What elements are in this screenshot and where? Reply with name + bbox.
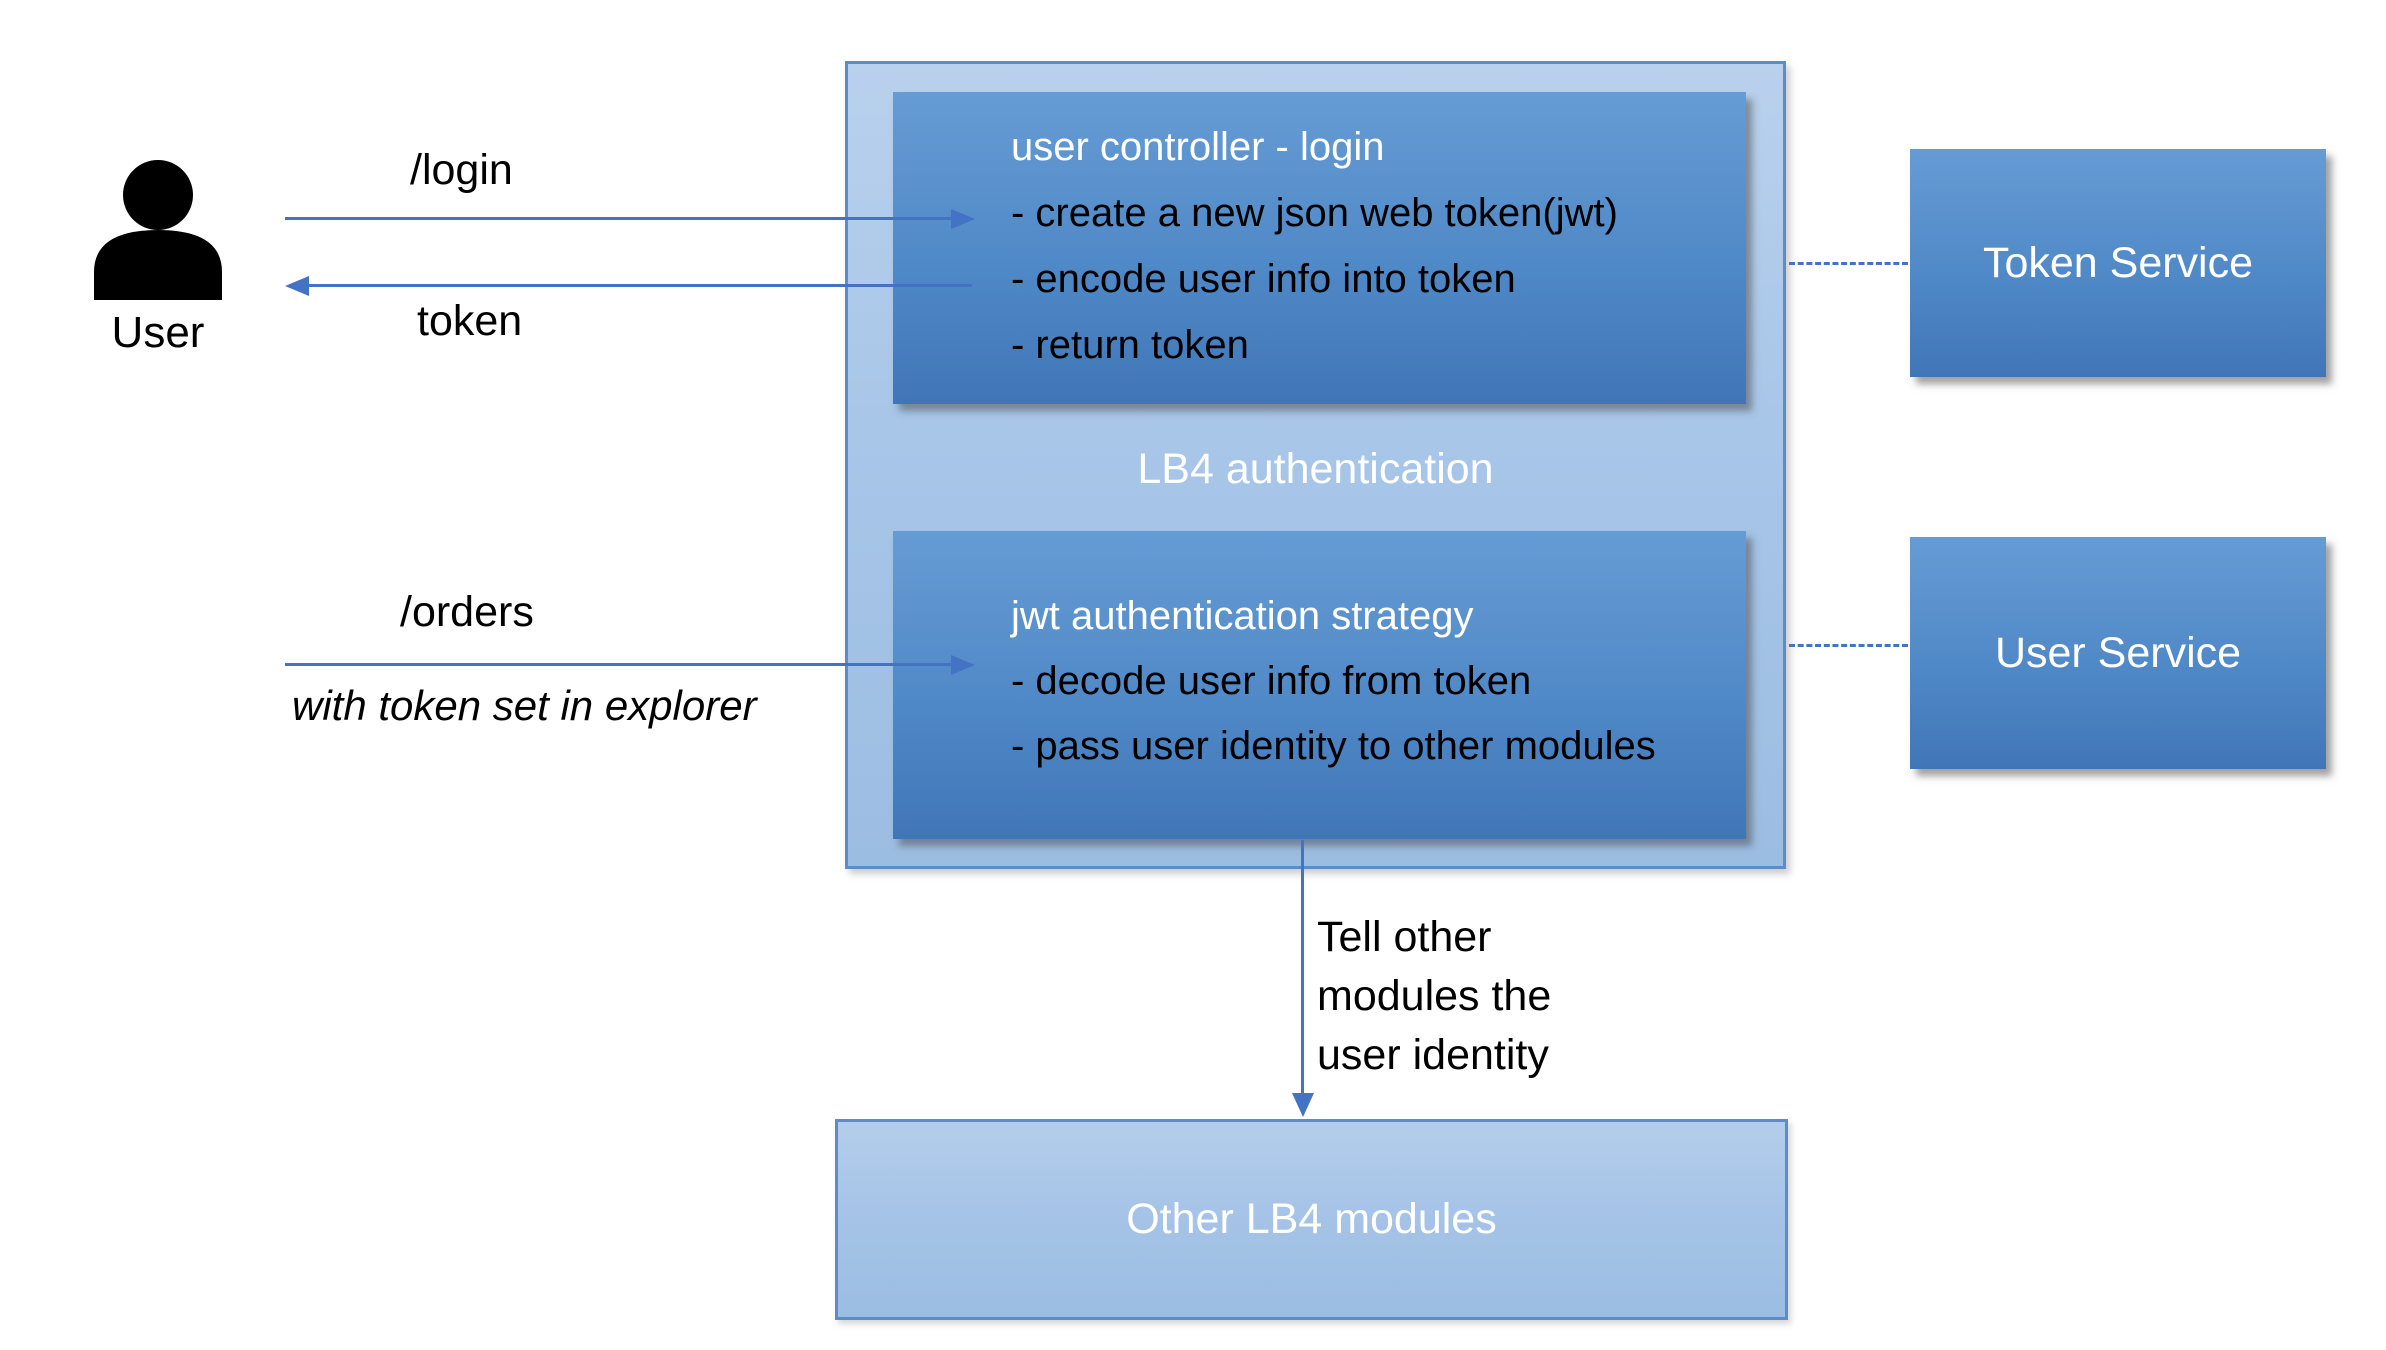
token-message-label: token (417, 297, 523, 345)
login-arrow (285, 207, 975, 231)
strategy-bullet-2: - pass user identity to other modules (1011, 724, 1656, 768)
identity-note-line-2: modules the (1317, 972, 1552, 1020)
controller-bullet-3: - return token (1011, 323, 1249, 367)
token-service-label: Token Service (1982, 238, 2254, 287)
identity-note-line-3: user identity (1317, 1031, 1549, 1079)
login-arrowhead-icon (951, 209, 975, 229)
orders-note-label: with token set in explorer (292, 682, 757, 729)
user-label: User (111, 308, 205, 357)
token-arrow (285, 274, 972, 298)
jwt-strategy-box: jwt authentication strategy - decode use… (893, 531, 1746, 839)
login-arrow-shaft (285, 217, 955, 220)
orders-message-label: /orders (400, 588, 534, 636)
user-controller-box: user controller - login - create a new j… (893, 92, 1746, 404)
strategy-bullet-1: - decode user info from token (1011, 659, 1532, 703)
user-service-label: User Service (1994, 628, 2242, 677)
token-arrowhead-icon (285, 276, 309, 296)
user-service-connector (1789, 644, 1908, 647)
controller-bullet-2: - encode user info into token (1011, 257, 1516, 301)
login-message-label: /login (410, 146, 513, 194)
other-lb4-modules-label: Other LB4 modules (1126, 1195, 1497, 1243)
identity-note: Tell other modules the user identity (1317, 908, 1551, 1085)
orders-arrow-shaft (285, 663, 955, 666)
token-service-connector (1789, 262, 1908, 265)
token-arrow-shaft (305, 284, 972, 287)
user-controller-title: user controller - login (1011, 125, 1385, 169)
orders-arrowhead-icon (951, 655, 975, 675)
lb4-container-label: LB4 authentication (1137, 445, 1494, 493)
other-lb4-modules-box: Other LB4 modules (835, 1119, 1788, 1320)
user-service-box: User Service (1910, 537, 2326, 769)
token-service-box: Token Service (1910, 149, 2326, 377)
jwt-strategy-title: jwt authentication strategy (1011, 594, 1474, 638)
user-icon (94, 160, 222, 300)
orders-arrow (285, 653, 975, 677)
identity-arrow (1291, 840, 1315, 1117)
identity-note-line-1: Tell other (1317, 913, 1492, 961)
lb4-authentication-container: user controller - login - create a new j… (845, 61, 1786, 869)
identity-arrow-shaft (1301, 840, 1304, 1099)
identity-arrowhead-icon (1292, 1093, 1314, 1117)
controller-bullet-1: - create a new json web token(jwt) (1011, 191, 1618, 235)
